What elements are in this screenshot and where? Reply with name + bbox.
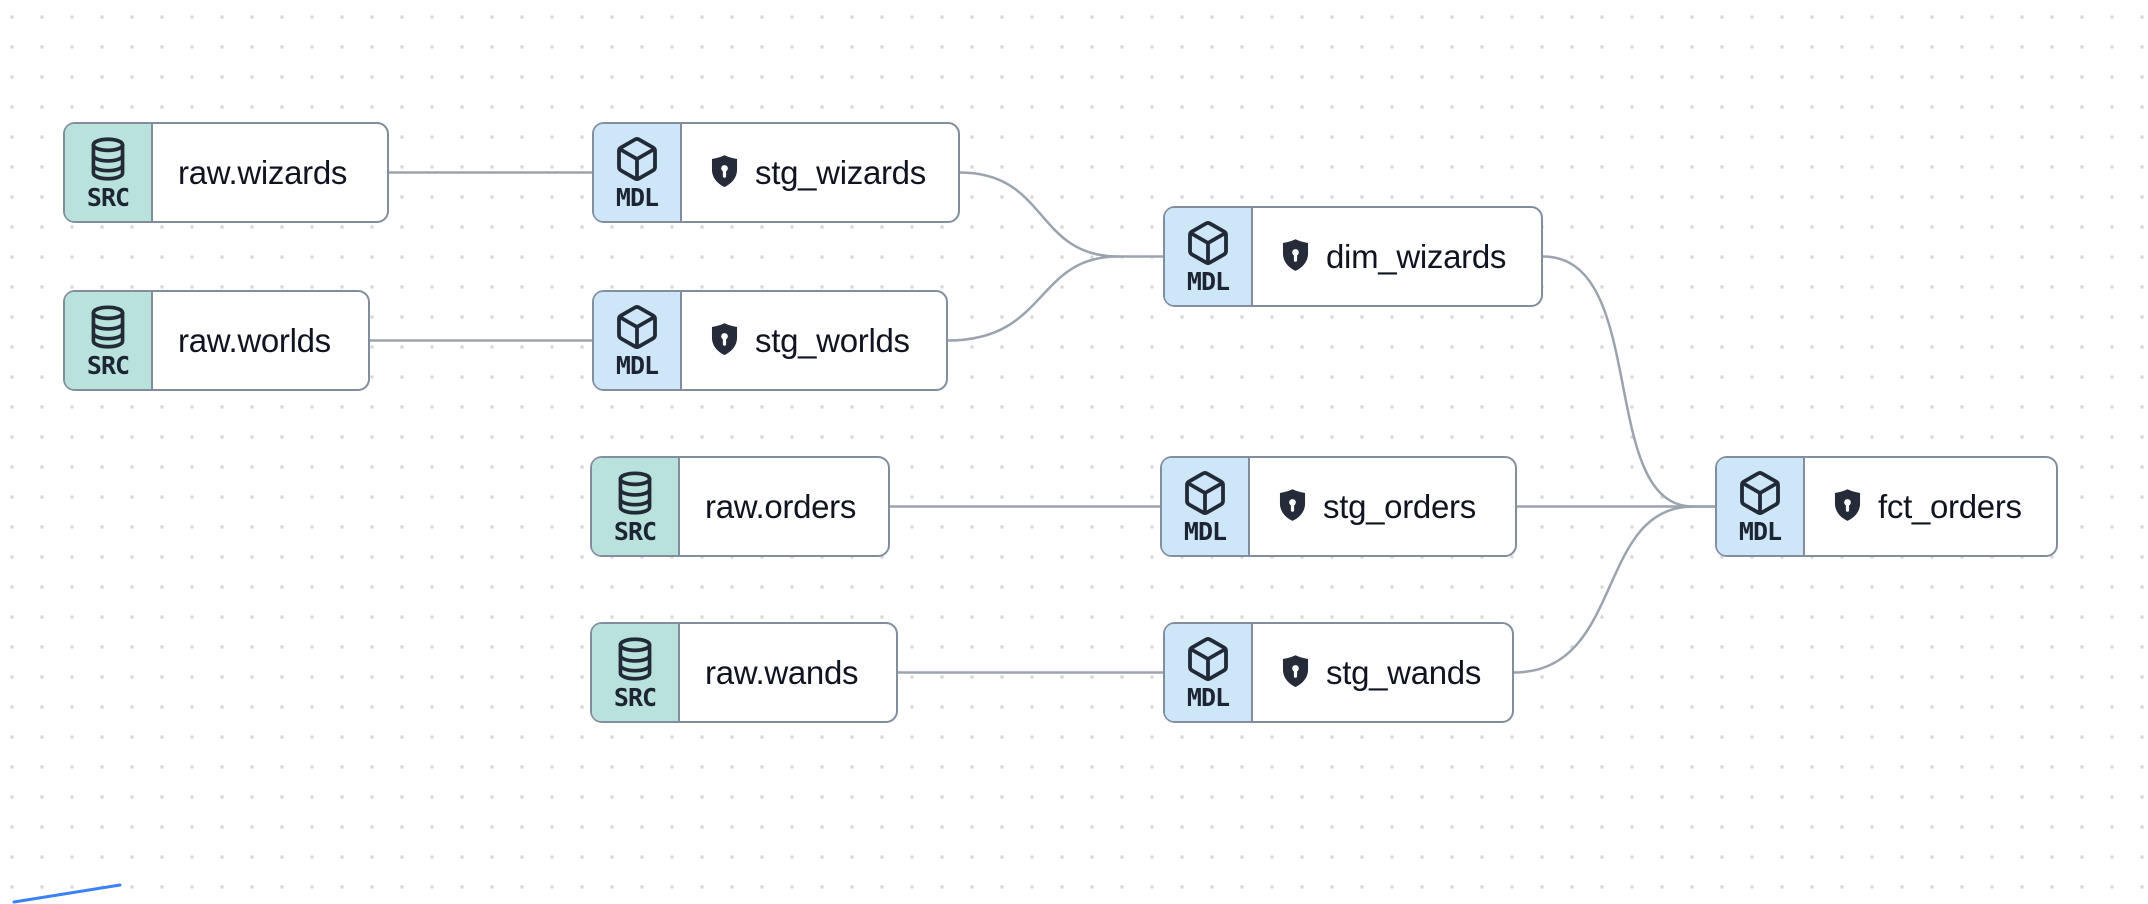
- node-dim-wizards[interactable]: MDL dim_wizards: [1163, 206, 1543, 307]
- shield-icon: [1278, 237, 1313, 276]
- node-raw-wands[interactable]: SRC raw.wands: [590, 622, 898, 723]
- blue-annotation-line: [12, 883, 122, 904]
- node-stg-wands[interactable]: MDL stg_wands: [1163, 622, 1514, 723]
- node-type-badge-src: SRC: [65, 292, 153, 389]
- database-icon: [85, 303, 131, 351]
- cube-icon: [1181, 469, 1229, 517]
- node-type-badge-mdl: MDL: [1717, 458, 1805, 555]
- node-body: stg_wizards: [682, 124, 958, 221]
- database-icon: [612, 469, 658, 517]
- node-raw-worlds[interactable]: SRC raw.worlds: [63, 290, 370, 391]
- cube-icon: [1736, 469, 1784, 517]
- node-body: dim_wizards: [1253, 208, 1541, 305]
- node-type-badge-src: SRC: [65, 124, 153, 221]
- node-label: stg_wizards: [755, 153, 926, 191]
- node-body: raw.worlds: [153, 292, 368, 389]
- node-type-label: MDL: [615, 183, 659, 212]
- node-type-label: SRC: [86, 351, 130, 380]
- node-label: raw.wands: [705, 653, 859, 691]
- node-type-badge-src: SRC: [592, 624, 680, 721]
- node-type-badge-src: SRC: [592, 458, 680, 555]
- node-label: stg_worlds: [755, 321, 910, 359]
- node-type-label: SRC: [613, 683, 657, 712]
- cube-icon: [613, 135, 661, 183]
- node-stg-wizards[interactable]: MDL stg_wizards: [592, 122, 960, 223]
- node-raw-wizards[interactable]: SRC raw.wizards: [63, 122, 389, 223]
- shield-icon: [1830, 487, 1865, 526]
- node-label: dim_wizards: [1326, 237, 1507, 275]
- shield-icon: [1275, 487, 1310, 526]
- node-body: raw.wizards: [153, 124, 387, 221]
- cube-icon: [613, 303, 661, 351]
- node-type-badge-mdl: MDL: [1165, 208, 1253, 305]
- node-raw-orders[interactable]: SRC raw.orders: [590, 456, 890, 557]
- node-body: stg_wands: [1253, 624, 1512, 721]
- node-body: fct_orders: [1805, 458, 2056, 555]
- node-stg-orders[interactable]: MDL stg_orders: [1160, 456, 1517, 557]
- edge-dim-wizards-to-fct-orders: [1541, 255, 1717, 508]
- cube-icon: [1184, 635, 1232, 683]
- node-body: stg_worlds: [682, 292, 946, 389]
- database-icon: [85, 135, 131, 183]
- node-type-label: SRC: [86, 183, 130, 212]
- node-body: raw.wands: [680, 624, 896, 721]
- node-type-label: MDL: [1738, 517, 1782, 546]
- node-fct-orders[interactable]: MDL fct_orders: [1715, 456, 2058, 557]
- node-body: raw.orders: [680, 458, 888, 555]
- shield-icon: [707, 321, 742, 360]
- node-type-label: MDL: [1186, 267, 1230, 296]
- node-type-badge-mdl: MDL: [594, 292, 682, 389]
- node-type-badge-mdl: MDL: [594, 124, 682, 221]
- node-type-label: SRC: [613, 517, 657, 546]
- node-label: stg_wands: [1326, 653, 1482, 691]
- shield-icon: [707, 153, 742, 192]
- shield-icon: [1278, 653, 1313, 692]
- node-type-badge-mdl: MDL: [1162, 458, 1250, 555]
- edge-stg-wizards-to-dim-wizards: [958, 171, 1165, 258]
- node-stg-worlds[interactable]: MDL stg_worlds: [592, 290, 948, 391]
- node-type-label: MDL: [1183, 517, 1227, 546]
- edge-stg-wands-to-fct-orders: [1512, 505, 1695, 674]
- node-label: raw.orders: [705, 487, 857, 525]
- node-label: raw.worlds: [178, 321, 331, 359]
- node-type-label: MDL: [615, 351, 659, 380]
- node-type-badge-mdl: MDL: [1165, 624, 1253, 721]
- node-label: raw.wizards: [178, 153, 348, 191]
- node-label: fct_orders: [1878, 487, 2022, 525]
- cube-icon: [1184, 219, 1232, 267]
- edge-stg-worlds-to-dim-wizards: [946, 255, 1120, 342]
- node-label: stg_orders: [1323, 487, 1476, 525]
- node-type-label: MDL: [1186, 683, 1230, 712]
- node-body: stg_orders: [1250, 458, 1515, 555]
- database-icon: [612, 635, 658, 683]
